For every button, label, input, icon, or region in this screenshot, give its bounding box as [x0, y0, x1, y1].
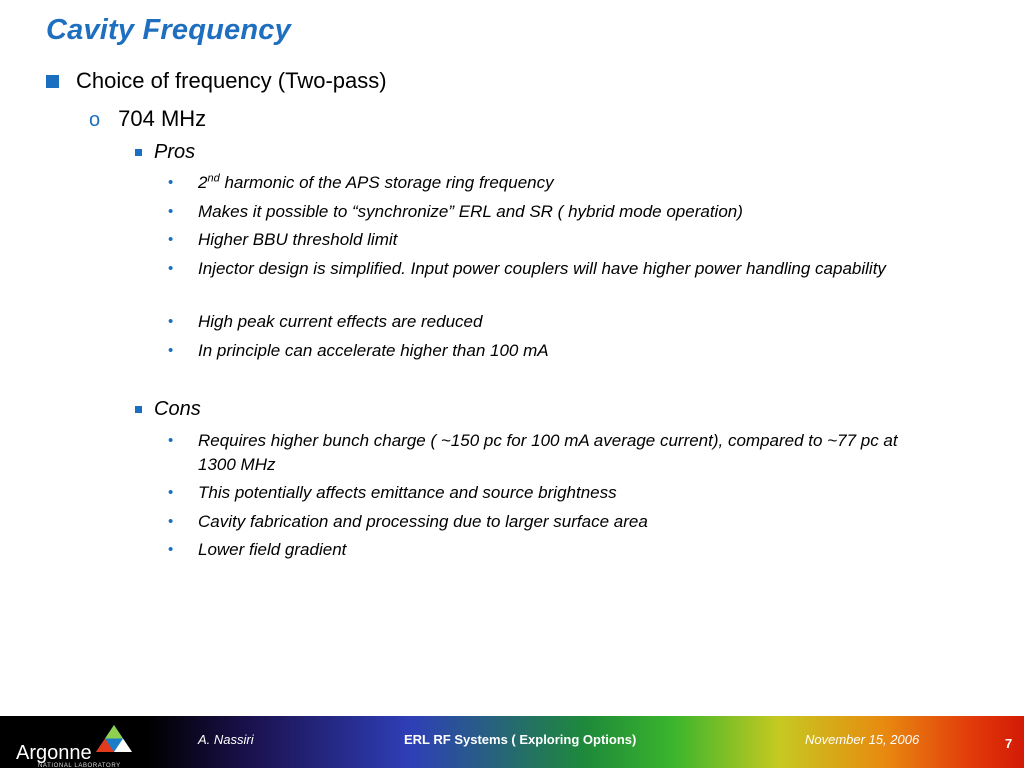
pros-item-text: High peak current effects are reduced	[198, 312, 483, 331]
cons-item: • Lower field gradient	[168, 538, 938, 562]
small-square-bullet-icon	[135, 149, 142, 156]
pros-item: • Makes it possible to “synchronize” ERL…	[168, 200, 938, 224]
argonne-logo: Argonne NATIONAL LABORATORY	[8, 722, 138, 769]
dot-bullet-icon: •	[168, 174, 174, 191]
cons-item-text: Requires higher bunch charge ( ~150 pc f…	[198, 431, 898, 474]
logo-wordmark: Argonne	[16, 742, 92, 764]
page-number: 7	[1005, 736, 1013, 751]
bullet-level1-text: Choice of frequency (Two-pass)	[76, 68, 387, 93]
pros-item-text: 2nd harmonic of the APS storage ring fre…	[198, 171, 554, 195]
triangle-logo-icon	[96, 725, 132, 752]
dot-bullet-icon: •	[168, 203, 174, 220]
dot-bullet-icon: •	[168, 231, 174, 248]
cons-heading: Cons	[135, 398, 201, 421]
pros-heading-text: Pros	[154, 141, 196, 163]
footer-date: November 15, 2006	[805, 732, 920, 747]
pros-item-text: Higher BBU threshold limit	[198, 230, 398, 249]
dot-bullet-icon: •	[168, 513, 174, 530]
slide-title: Cavity Frequency	[46, 14, 291, 46]
pros-item-text: In principle can accelerate higher than …	[198, 341, 549, 360]
cons-item-text: Cavity fabrication and processing due to…	[198, 512, 648, 531]
pros-item: • 2nd harmonic of the APS storage ring f…	[168, 171, 938, 195]
pros-item-text: Injector design is simplified. Input pow…	[198, 259, 886, 278]
dot-bullet-icon: •	[168, 484, 174, 501]
pros-heading: Pros	[135, 141, 195, 164]
cons-item: • Requires higher bunch charge ( ~150 pc…	[168, 429, 938, 477]
cons-item: • Cavity fabrication and processing due …	[168, 510, 938, 534]
pros-item: • Injector design is simplified. Input p…	[168, 257, 938, 281]
pros-item: • High peak current effects are reduced	[168, 310, 938, 334]
pros-item: • Higher BBU threshold limit	[168, 228, 938, 252]
pros-item: • In principle can accelerate higher tha…	[168, 339, 938, 363]
bullet-level2-text: 704 MHz	[118, 106, 207, 131]
footer-gradient-band	[148, 716, 1024, 768]
footer-author: A. Nassiri	[198, 732, 254, 747]
dot-bullet-icon: •	[168, 432, 174, 449]
footer-talk-title: ERL RF Systems ( Exploring Options)	[404, 732, 637, 747]
dot-bullet-icon: •	[168, 260, 174, 277]
pros-item-rest: harmonic of the APS storage ring frequen…	[219, 173, 554, 192]
cons-item-text: This potentially affects emittance and s…	[198, 483, 617, 502]
ordinal-suffix: nd	[207, 172, 220, 185]
small-square-bullet-icon	[135, 406, 142, 413]
circle-bullet-icon: o	[89, 109, 101, 131]
pros-item-text: Makes it possible to “synchronize” ERL a…	[198, 202, 743, 221]
dot-bullet-icon: •	[168, 541, 174, 558]
slide-footer: Argonne NATIONAL LABORATORY A. Nassiri E…	[0, 716, 1024, 769]
dot-bullet-icon: •	[168, 313, 174, 330]
cons-item-text: Lower field gradient	[198, 540, 347, 559]
logo-subtitle: NATIONAL LABORATORY	[38, 763, 121, 769]
cons-heading-text: Cons	[154, 398, 201, 420]
cons-item: • This potentially affects emittance and…	[168, 481, 938, 505]
dot-bullet-icon: •	[168, 342, 174, 359]
bullet-level2: o 704 MHz	[89, 106, 206, 132]
square-bullet-icon	[46, 74, 59, 88]
ordinal-number: 2	[198, 173, 208, 192]
bullet-level1: Choice of frequency (Two-pass)	[46, 68, 387, 94]
